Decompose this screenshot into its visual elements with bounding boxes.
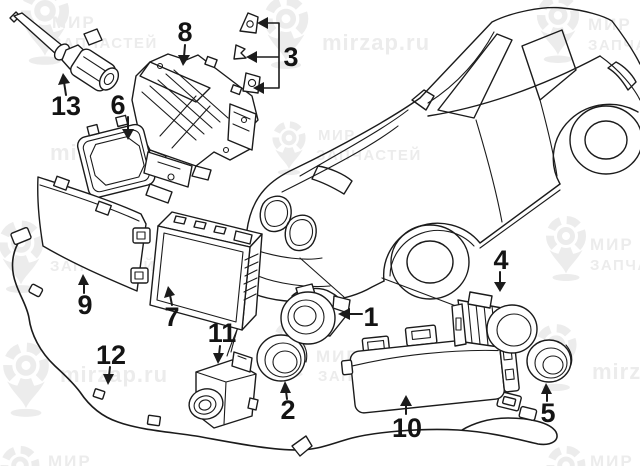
watermark-brand: МИР	[52, 13, 96, 32]
watermark-pin-icon	[275, 125, 302, 176]
part-7-control-module-drawing[interactable]	[149, 211, 263, 331]
part-label-8[interactable]: 8	[177, 17, 192, 47]
watermark-brand: ЗАПЧАСТЕЙ	[590, 256, 640, 274]
callout-1[interactable]: 1	[338, 302, 379, 332]
callout-10[interactable]: 10	[392, 395, 422, 443]
callout-5[interactable]: 5	[540, 383, 556, 428]
callout-11[interactable]: 11	[208, 318, 237, 364]
watermark-brand: МИР	[588, 15, 632, 34]
watermark-brand: ЗАПЧАСТЕЙ	[588, 36, 640, 54]
part-label-12[interactable]: 12	[96, 340, 126, 370]
part-label-1[interactable]: 1	[363, 302, 378, 332]
watermark-pin-icon	[4, 450, 36, 466]
callout-7[interactable]: 7	[164, 286, 180, 332]
watermark-brand: МИР	[590, 235, 634, 254]
callout-13[interactable]: 13	[51, 73, 81, 121]
watermark-pin-icon	[550, 450, 582, 466]
part-label-10[interactable]: 10	[392, 413, 422, 443]
callout-12[interactable]: 12	[96, 340, 126, 385]
part-12-wiring-harness-drawing[interactable]	[10, 226, 558, 457]
callout-2[interactable]: 2	[280, 381, 296, 425]
part-label-13[interactable]: 13	[51, 91, 81, 121]
part-4-parking-sensor-drawing[interactable]	[451, 291, 538, 354]
part-6-radar-sensor-drawing[interactable]	[73, 112, 193, 204]
watermark-brand: ЗАПЧАСТЕЙ	[316, 146, 422, 164]
part-label-7[interactable]: 7	[164, 302, 179, 332]
callout-3[interactable]: 3	[246, 17, 299, 94]
part-label-9[interactable]: 9	[77, 290, 92, 320]
watermark-brand: МИР	[48, 452, 92, 466]
callout-6[interactable]: 6	[110, 90, 134, 140]
part-13-sensor-drawing[interactable]	[9, 11, 122, 93]
part-label-6[interactable]: 6	[110, 90, 125, 120]
part-8-bracket-drawing[interactable]	[131, 53, 259, 181]
part-10-control-unit-drawing[interactable]	[339, 317, 520, 415]
callout-8[interactable]: 8	[177, 17, 193, 66]
part-label-11[interactable]: 11	[208, 318, 237, 348]
callout-9[interactable]: 9	[77, 274, 93, 320]
part-2-sensor-ring-drawing[interactable]	[256, 334, 308, 382]
part-label-5[interactable]: 5	[540, 398, 555, 428]
part-9-panel-drawing[interactable]	[37, 175, 151, 292]
watermark-pin-icon	[550, 220, 583, 281]
watermark-pin-icon	[7, 347, 45, 417]
part-5-sensor-ring-drawing[interactable]	[526, 339, 573, 383]
watermark-brand: МИР	[318, 127, 356, 144]
part-11-camera-drawing[interactable]	[186, 351, 259, 429]
part-label-4[interactable]: 4	[493, 245, 508, 275]
callout-4[interactable]: 4	[493, 245, 509, 292]
watermark-site: mirzap.ru	[592, 359, 640, 384]
watermark-site: mirzap.ru	[322, 30, 430, 55]
car-outline	[244, 6, 640, 303]
part-label-3[interactable]: 3	[283, 42, 298, 72]
watermark-brand: МИР	[590, 452, 634, 466]
part-label-2[interactable]: 2	[280, 395, 295, 425]
